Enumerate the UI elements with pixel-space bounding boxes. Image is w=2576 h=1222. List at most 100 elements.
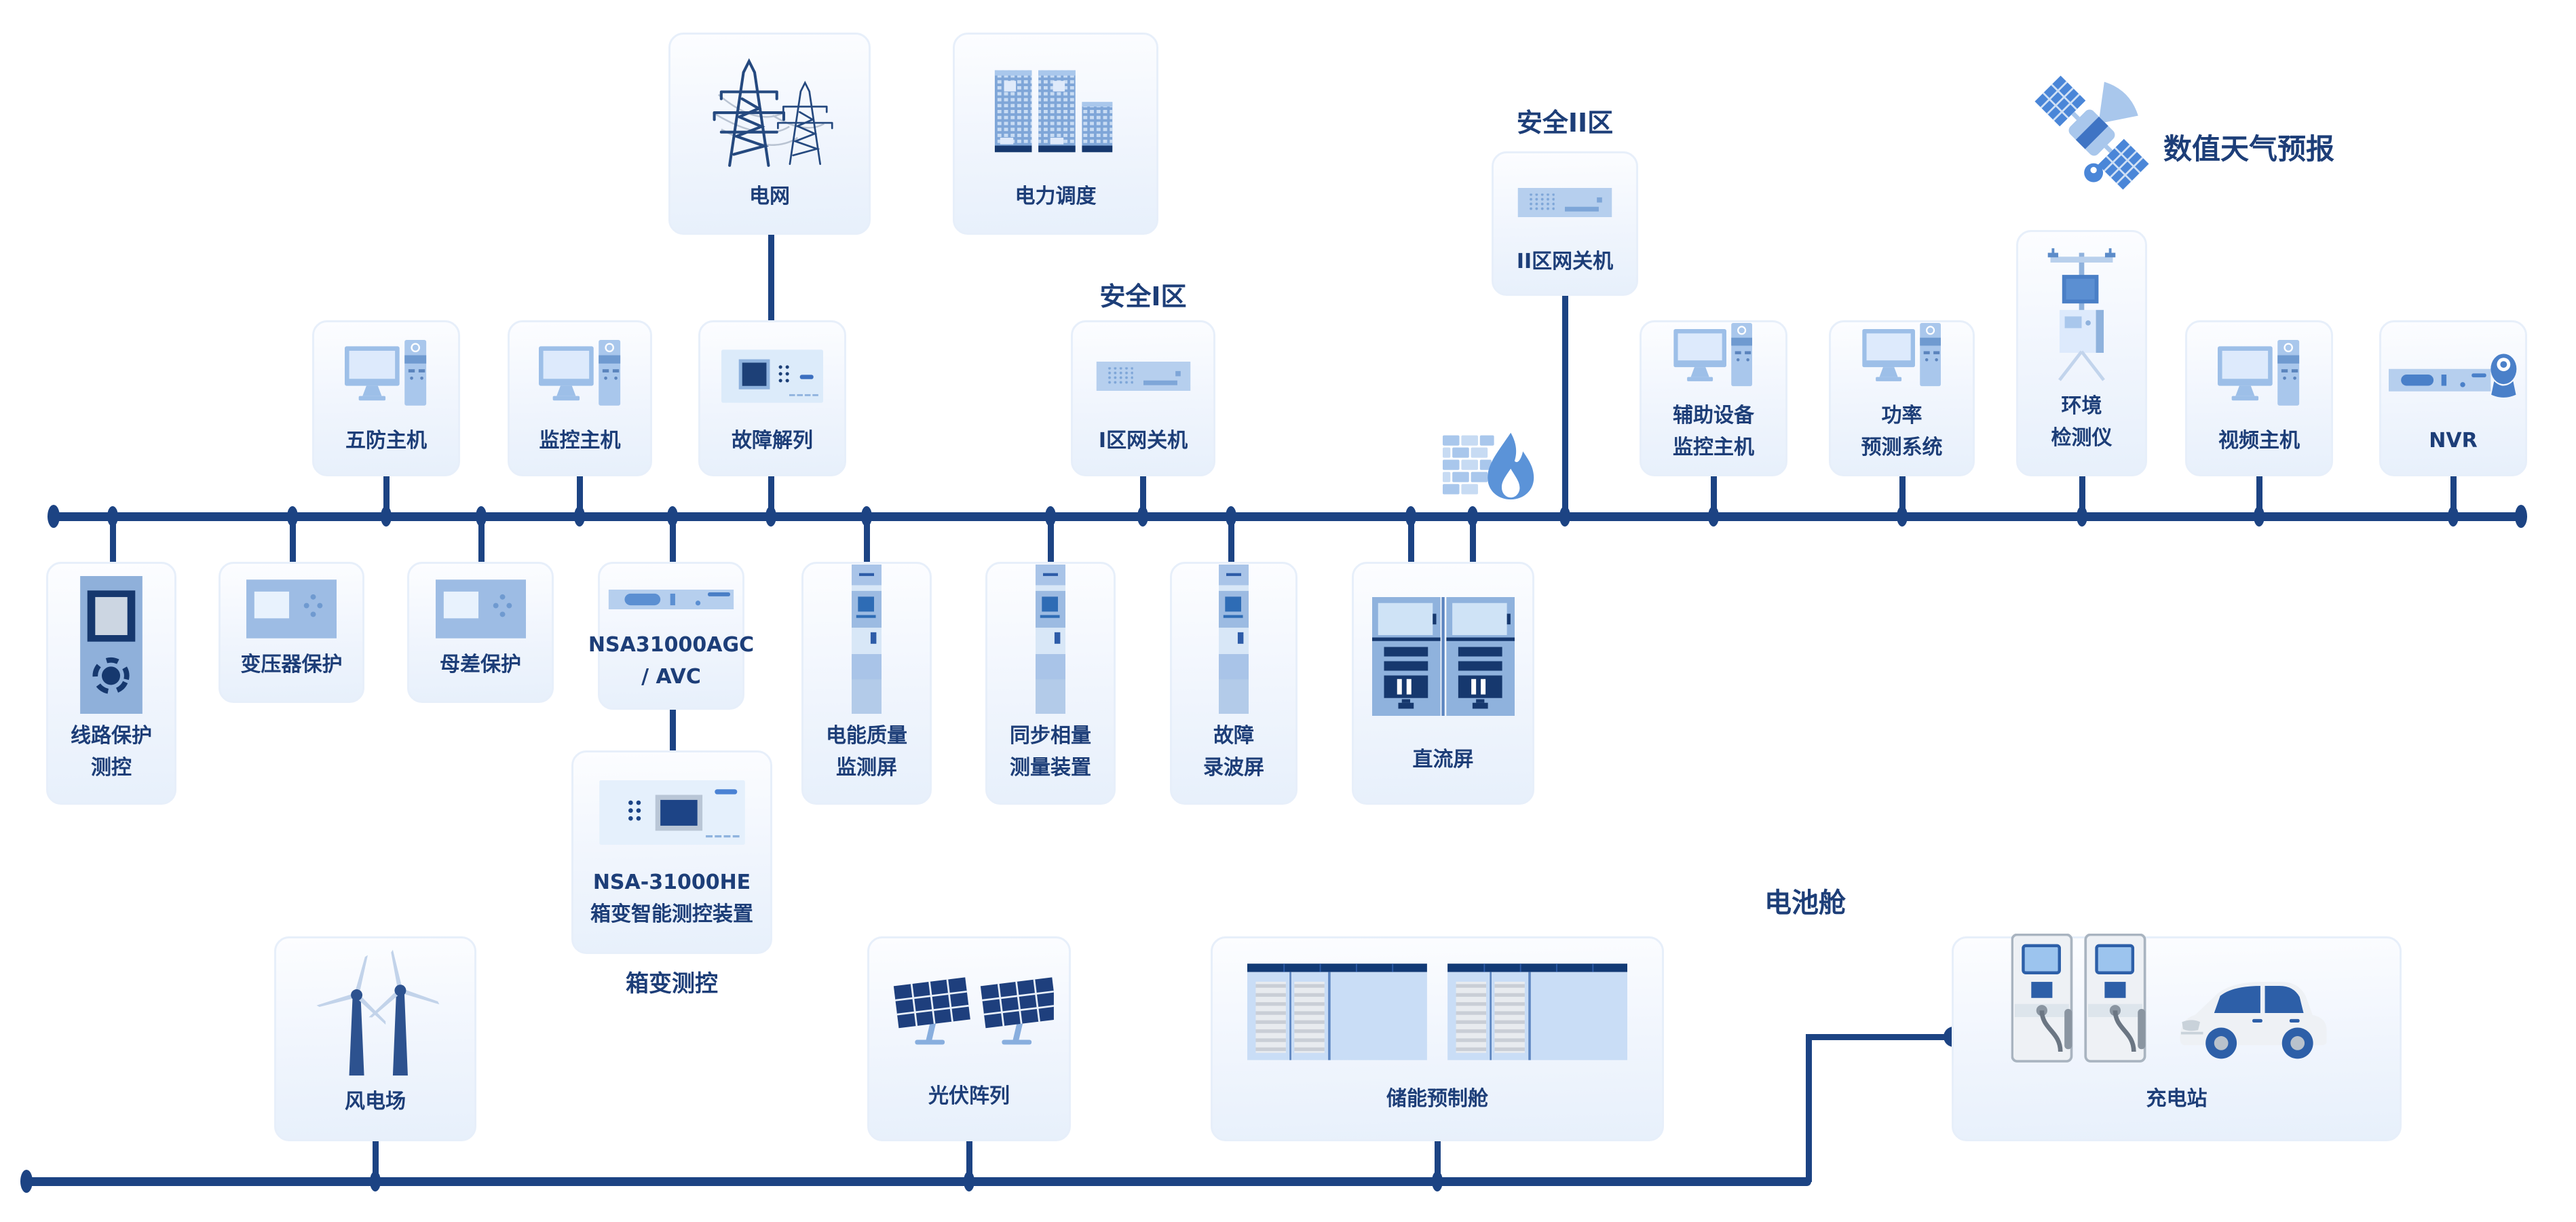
connector-nvr-bus <box>2450 476 2457 517</box>
computer-icon <box>1862 323 1942 394</box>
node-label: 五防主机 <box>345 428 427 453</box>
node-label: 光伏阵列 <box>928 1084 1010 1108</box>
bus-endcap-dot <box>20 1170 33 1193</box>
node-label: 功率 预测系统 <box>1861 404 1943 459</box>
nvr-camera-icon <box>2389 345 2518 407</box>
connector-env-bus <box>2079 476 2085 517</box>
connector-bus-pmu <box>1048 519 1054 567</box>
node-label: 直流屏 <box>1412 747 1474 771</box>
computer-icon <box>345 340 428 413</box>
connector-bus-dc-left <box>1408 519 1414 567</box>
node-label: 风电场 <box>345 1089 406 1113</box>
bus-junction-dot <box>1467 506 1478 527</box>
node-wufang-host: 五防主机 <box>312 320 460 476</box>
node-pq-monitor: 电能质量 监测屏 <box>801 562 932 805</box>
node-zone2-gateway: II区网关机 <box>1492 151 1638 296</box>
bus-junction-dot <box>765 506 776 527</box>
connector-bus-lineprot <box>110 519 116 567</box>
bus-junction-dot <box>2448 506 2459 527</box>
storage-container-icon <box>1247 963 1627 1063</box>
main-network-bus <box>51 512 2526 521</box>
relay-panel-icon <box>246 579 337 638</box>
weather-station-icon <box>2043 246 2121 383</box>
node-aux-monitor: 辅助设备 监控主机 <box>1640 320 1787 476</box>
node-label: 电能质量 监测屏 <box>826 724 907 780</box>
node-zone1-gateway: I区网关机 <box>1071 320 1215 476</box>
bus-junction-dot <box>964 1171 974 1191</box>
connector-bus-recorder <box>1228 519 1234 567</box>
node-label: 充电站 <box>2146 1086 2208 1111</box>
connector-elbow-vertical <box>1806 1034 1812 1182</box>
node-dc-screen: 直流屏 <box>1352 562 1534 805</box>
zone2-title: 安全II区 <box>1516 108 1614 138</box>
wind-turbine-icon <box>309 944 442 1080</box>
node-storage-cabin: 储能预制舱 <box>1211 936 1664 1141</box>
bus-junction-dot <box>667 506 678 527</box>
bottom-network-bus <box>24 1177 1811 1186</box>
node-nvr: NVR <box>2379 320 2527 476</box>
bus-junction-dot <box>1137 506 1148 527</box>
node-pv-array: 光伏阵列 <box>867 936 1071 1141</box>
bus-junction-dot <box>1559 506 1570 527</box>
connector-aux-bus <box>1711 476 1717 517</box>
node-label: 环境 检测仪 <box>2051 394 2113 450</box>
connector-bus-transformer <box>290 519 296 567</box>
bus-endcap-dot <box>48 505 60 528</box>
node-line-protection: 线路保护 测控 <box>46 562 176 805</box>
node-agc-avc: NSA31000AGC / AVC <box>588 562 754 710</box>
bus-junction-dot <box>1405 506 1416 527</box>
connector-bus-busbar <box>478 519 485 567</box>
node-label: NVR <box>2429 428 2478 453</box>
bus-junction-dot <box>574 506 585 527</box>
connector-elbow-horizontal <box>1806 1034 1954 1040</box>
bus-junction-dot <box>1432 1171 1443 1191</box>
node-dispatch: 电力调度 <box>953 33 1158 235</box>
bus-junction-dot <box>1897 506 1908 527</box>
ev-charger-car-icon <box>2011 934 2343 1077</box>
connector-forecast-bus <box>1899 476 1906 517</box>
gateway-server-icon <box>1096 362 1191 391</box>
transmission-tower-icon <box>700 52 839 170</box>
connector-agc-he <box>670 710 676 750</box>
bus-endcap-dot <box>2515 505 2527 528</box>
bus-junction-dot <box>370 1171 381 1191</box>
node-label: NSA-31000HE 箱变智能测控装置 <box>590 871 753 926</box>
node-label: 线路保护 测控 <box>71 724 152 780</box>
cabinet-icon <box>1219 565 1249 714</box>
node-label: 辅助设备 监控主机 <box>1673 404 1754 459</box>
node-fault-recorder: 故障 录波屏 <box>1170 562 1298 805</box>
node-label: 电网 <box>749 184 790 208</box>
node-wind-farm: 风电场 <box>274 936 476 1141</box>
computer-icon <box>1673 323 1754 394</box>
node-label: 变压器保护 <box>240 652 343 676</box>
computer-icon <box>2218 340 2300 413</box>
node-grid: 电网 <box>668 33 871 235</box>
connector-storage-bus <box>1435 1141 1441 1181</box>
cabinet-icon <box>852 565 882 714</box>
protection-device-icon <box>721 349 823 403</box>
bus-junction-dot <box>1045 506 1056 527</box>
bus-junction-dot <box>476 506 487 527</box>
bus-junction-dot <box>2077 506 2087 527</box>
node-label: 储能预制舱 <box>1386 1086 1488 1111</box>
bus-junction-dot <box>107 506 118 527</box>
connector-zone2gw-bus <box>1562 296 1568 517</box>
connector-wind-bus <box>373 1141 379 1181</box>
buildings-icon <box>989 61 1122 160</box>
node-charging-station: 充电站 <box>1952 936 2402 1141</box>
node-label: 故障解列 <box>732 428 813 453</box>
node-transformer-protection: 变压器保护 <box>219 562 364 703</box>
computer-icon <box>539 340 622 413</box>
connector-grid-fault <box>768 235 774 320</box>
connector-video-bus <box>2256 476 2262 517</box>
dc-panel-icon <box>1372 597 1515 716</box>
connector-fault-bus <box>768 476 774 517</box>
node-label: 同步相量 测量装置 <box>1010 724 1091 780</box>
node-monitor-host: 监控主机 <box>508 320 652 476</box>
node-pmu: 同步相量 测量装置 <box>985 562 1116 805</box>
node-env-detector: 环境 检测仪 <box>2016 230 2147 476</box>
node-he-device: NSA-31000HE 箱变智能测控装置 <box>571 750 772 954</box>
node-fault-splitting: 故障解列 <box>698 320 846 476</box>
solar-panel-icon <box>884 971 1054 1053</box>
node-power-forecast: 功率 预测系统 <box>1829 320 1975 476</box>
